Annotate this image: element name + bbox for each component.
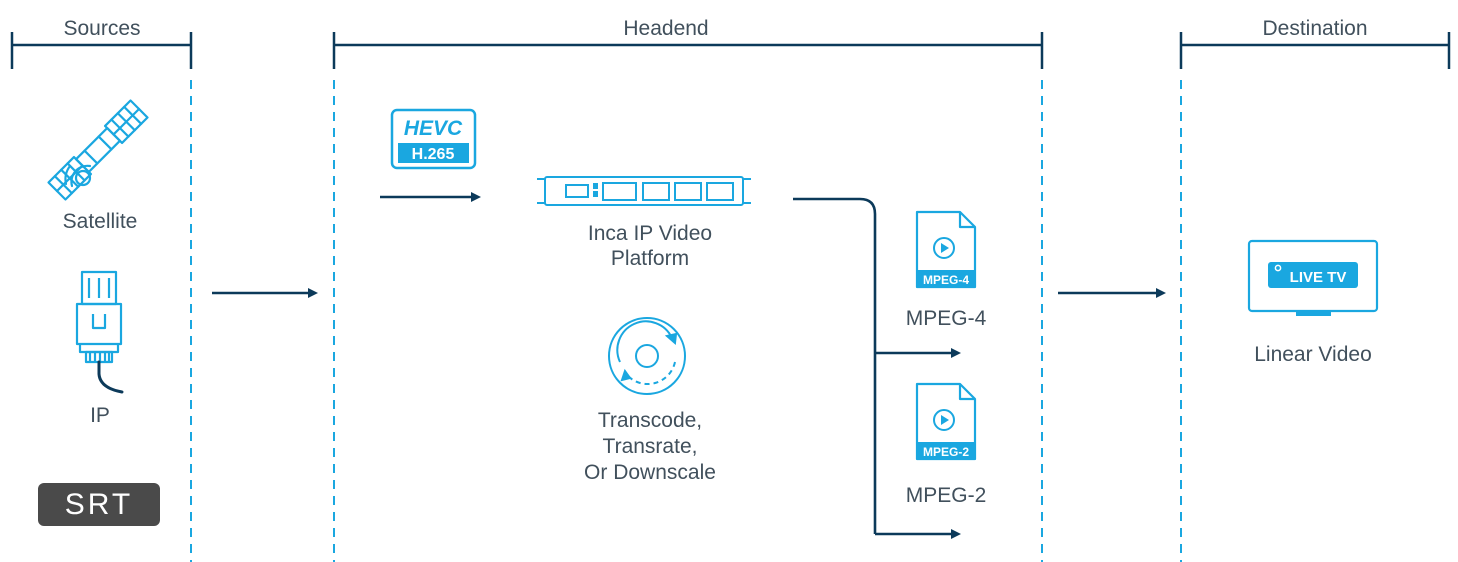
- video-platform-device-icon: [537, 176, 751, 206]
- hevc-badge: HEVC H.265: [390, 108, 477, 170]
- satellite-icon: [47, 99, 149, 201]
- mpeg4-label: MPEG-4: [905, 307, 987, 330]
- transcode-cycle-icon: [608, 317, 686, 395]
- sources-bracket: [10, 32, 193, 69]
- process-label-line3: Or Downscale: [584, 461, 716, 484]
- ip-label: IP: [90, 404, 110, 427]
- svg-text:SRT: SRT: [65, 488, 133, 521]
- headend-bracket: [332, 32, 1044, 69]
- satellite-label: Satellite: [62, 210, 138, 233]
- sources-header: Sources: [44, 17, 160, 41]
- mpeg2-file-icon: MPEG-2: [915, 382, 977, 461]
- svg-text:H.265: H.265: [412, 146, 455, 163]
- svg-text:HEVC: HEVC: [404, 117, 463, 140]
- mpeg4-file-icon: MPEG-4: [915, 210, 977, 289]
- srt-logo: SRT: [38, 483, 160, 526]
- ethernet-icon: [75, 270, 123, 364]
- svg-text:MPEG-2: MPEG-2: [923, 445, 969, 459]
- svg-text:MPEG-4: MPEG-4: [923, 273, 969, 287]
- ethernet-cable: [97, 360, 124, 394]
- output-branch-connector: [793, 197, 877, 534]
- device-label-line2: Platform: [610, 247, 690, 270]
- destination-header: Destination: [1237, 17, 1393, 41]
- process-label-line1: Transcode,: [597, 409, 703, 432]
- process-label-line2: Transrate,: [602, 435, 698, 458]
- live-tv-icon: LIVE TV: [1247, 239, 1379, 316]
- svg-text:LIVE TV: LIVE TV: [1290, 269, 1347, 286]
- linear-video-label: Linear Video: [1254, 343, 1372, 366]
- headend-header: Headend: [598, 17, 734, 41]
- mpeg2-label: MPEG-2: [905, 484, 987, 507]
- device-label-line1: Inca IP Video: [587, 222, 713, 245]
- destination-bracket: [1179, 32, 1451, 69]
